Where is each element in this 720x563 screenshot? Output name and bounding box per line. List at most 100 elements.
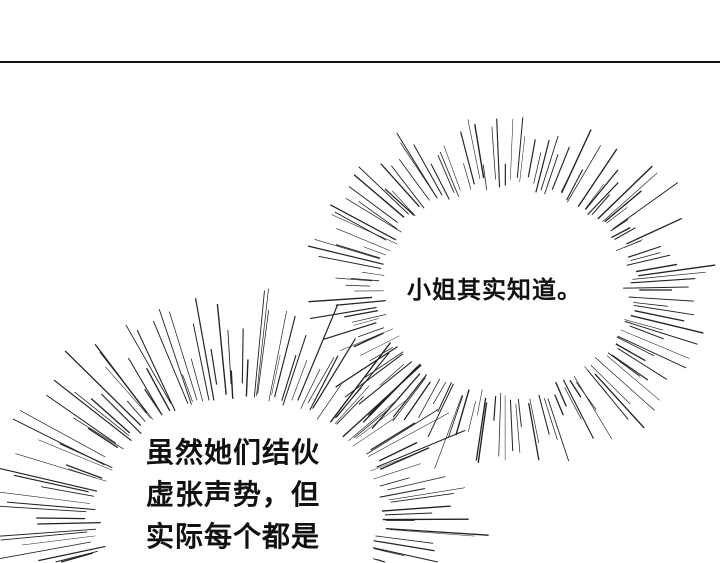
burst-line [334, 385, 370, 425]
burst-line [516, 117, 524, 178]
burst-line [606, 207, 628, 224]
burst-line [245, 359, 249, 397]
burst-line [152, 320, 189, 404]
burst-line [192, 323, 210, 401]
burst-line [38, 439, 113, 471]
burst-line [611, 354, 649, 381]
burst-line [623, 286, 689, 289]
burst-line [527, 139, 536, 178]
burst-line [73, 417, 124, 450]
burst-line [257, 310, 270, 395]
burst-line [388, 487, 466, 501]
burst-line [547, 398, 570, 462]
burst-line [158, 309, 192, 405]
burst-line [372, 547, 438, 563]
burst-line [597, 165, 653, 220]
burst-line [585, 183, 604, 209]
burst-line [309, 306, 377, 320]
burst-line [125, 324, 172, 404]
burst-line [0, 531, 88, 541]
burst-line [569, 379, 582, 398]
burst-line [418, 378, 441, 419]
burst-line [168, 311, 198, 401]
burst-line [230, 370, 234, 399]
burst-line [348, 397, 400, 442]
burst-line [612, 182, 679, 230]
burst-line [432, 381, 447, 405]
burst-line [528, 403, 540, 461]
burst-line [253, 290, 265, 398]
burst-line [274, 315, 296, 398]
burst-line [628, 296, 694, 302]
burst-line [297, 304, 339, 401]
burst-line [0, 541, 91, 559]
burst-line [467, 119, 481, 180]
burst-line [443, 145, 461, 191]
burst-line [434, 394, 463, 469]
bubble-line: 虚张声势，但 [146, 478, 321, 511]
burst-line [630, 278, 696, 284]
burst-line [389, 529, 475, 537]
burst-line [358, 201, 398, 230]
burst-line [376, 559, 386, 563]
burst-line [334, 211, 387, 241]
burst-line [375, 535, 434, 544]
burst-line [519, 136, 526, 183]
burst-line [55, 550, 98, 563]
burst-line [635, 263, 678, 273]
burst-line [617, 335, 687, 369]
burst-line [330, 204, 397, 241]
burst-line [385, 527, 489, 536]
burst-line [630, 314, 704, 334]
burst-line [626, 254, 671, 266]
burst-line [358, 166, 409, 215]
burst-line [379, 447, 430, 470]
burst-line [335, 277, 373, 282]
burst-line [361, 271, 385, 276]
burst-line [638, 264, 716, 277]
burst-line [627, 245, 662, 258]
burst-line [336, 396, 364, 425]
burst-line [370, 422, 416, 451]
burst-line [630, 252, 661, 261]
burst-line [610, 219, 629, 232]
burst-line [344, 309, 379, 318]
burst-line [182, 374, 193, 402]
burst-line [345, 198, 402, 233]
burst-line [387, 476, 446, 491]
burst-line [378, 441, 418, 462]
burst-line [392, 374, 428, 418]
bubble-top-text: 小姐其实知道。 [407, 276, 582, 304]
burst-line [210, 348, 218, 385]
burst-line [368, 412, 450, 457]
burst-line [329, 342, 392, 423]
burst-line [300, 368, 321, 409]
burst-line [227, 329, 232, 385]
burst-line [555, 381, 567, 407]
burst-line [68, 468, 96, 479]
burst-line [617, 348, 668, 380]
burst-line [145, 367, 171, 412]
burst-line [6, 501, 96, 511]
burst-line [373, 463, 421, 480]
burst-line [611, 227, 631, 239]
burst-line [364, 351, 404, 378]
burst-line [339, 328, 394, 351]
burst-line [529, 398, 540, 444]
burst-line [535, 139, 550, 193]
burst-line [551, 146, 570, 190]
burst-line [540, 135, 559, 191]
burst-line [345, 284, 371, 287]
burst-line [94, 343, 148, 414]
burst-line [620, 329, 690, 359]
burst-line [0, 491, 91, 504]
burst-line [376, 429, 466, 468]
burst-line [353, 174, 405, 218]
burst-line [564, 387, 582, 420]
burst-line [358, 361, 413, 405]
burst-line [334, 387, 362, 419]
burst-line [241, 328, 244, 384]
burst-line [271, 354, 281, 395]
